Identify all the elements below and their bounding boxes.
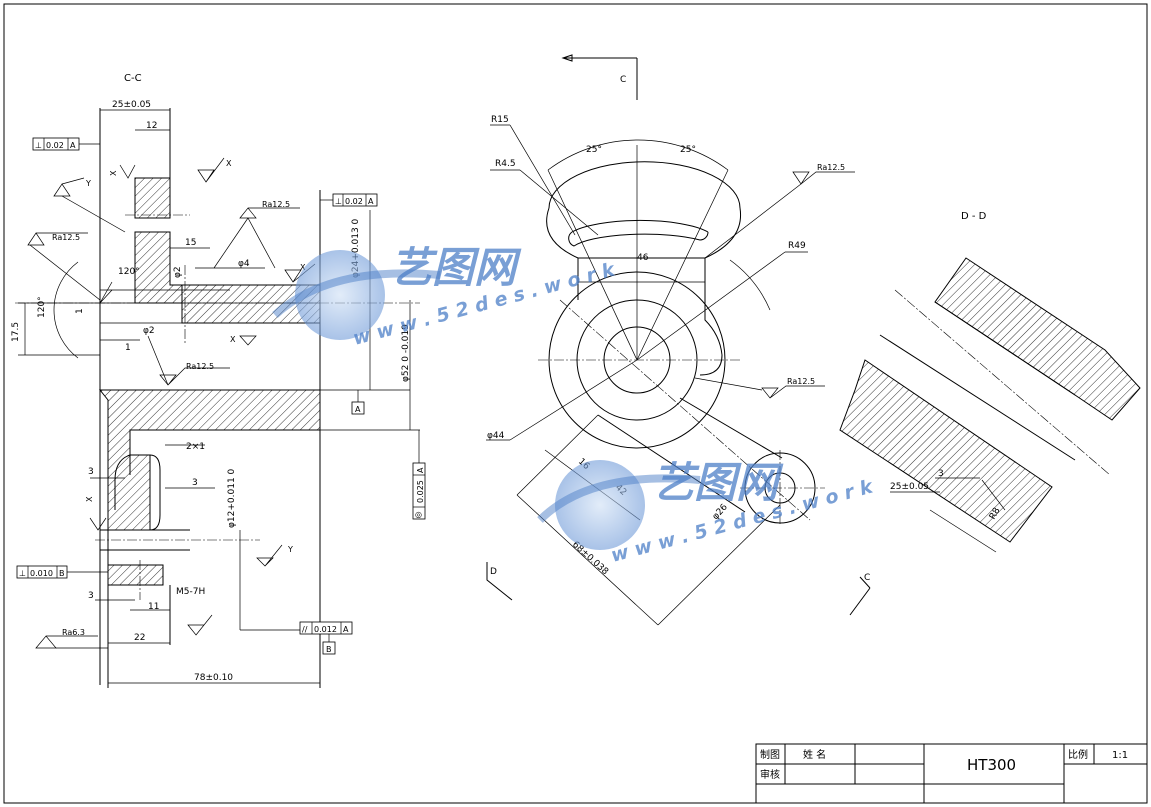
section-cc-title: C-C: [124, 73, 142, 84]
angle-25-left: 25°: [586, 145, 602, 155]
dim-r15: R15: [491, 115, 509, 125]
tolerance-frame-1: ⊥ 0.02 A: [32, 137, 100, 151]
section-dd-title: D - D: [961, 211, 987, 222]
marker-c-bottom: C: [864, 573, 870, 583]
svg-text:0.02: 0.02: [345, 197, 363, 206]
dim-phi4: φ4: [238, 259, 250, 269]
dim-r4-5: R4.5: [495, 159, 516, 169]
svg-text:0.010: 0.010: [30, 569, 53, 578]
cc-upper-boss: [134, 177, 171, 219]
tb-drawn-label: 制图: [760, 748, 780, 761]
tb-material: HT300: [967, 756, 1016, 774]
dim-11: 11: [148, 602, 159, 612]
dim-25-cc: 25±0.05: [112, 100, 151, 110]
dim-m5: M5-7H: [176, 587, 205, 597]
dim-1-a: 1: [75, 308, 85, 314]
dim-phi52: φ52 0 -0.019: [401, 324, 411, 382]
dd-lower-hatch: [839, 359, 1053, 543]
rough-x2: X: [109, 170, 118, 176]
dim-17-5: 17.5: [11, 322, 21, 342]
watermark-brand-2: 艺图网: [652, 458, 784, 507]
rough-ra125-b: Ra12.5: [262, 200, 290, 209]
rough-x5: X: [85, 496, 94, 502]
roughness-symbols-cc: X X Y Ra12.5 Ra12.5 X X Ra12.5 Y X: [27, 157, 316, 649]
svg-text:A: A: [416, 467, 425, 473]
tolerance-frame-parallel: // 0.012 A B: [299, 621, 353, 655]
dim-120-b: 120°: [37, 296, 47, 318]
dim-r49: R49: [788, 241, 806, 251]
tb-scale-value: 1:1: [1112, 750, 1128, 761]
rough-x3: X: [300, 263, 306, 272]
tolerance-frame-runout: ◎ 0.025 A: [412, 430, 426, 520]
marker-c-top: C: [620, 75, 626, 85]
svg-text://: //: [302, 625, 308, 634]
rough-ra125-d: Ra12.5: [817, 163, 845, 172]
dim-phi24: φ24+0.013 0: [351, 218, 361, 278]
dim-phi12: φ12+0.011 0: [227, 468, 237, 528]
dim-12: 12: [146, 121, 157, 131]
tb-review-label: 审核: [760, 768, 780, 781]
svg-text:0.025: 0.025: [416, 480, 425, 503]
svg-text:0.012: 0.012: [314, 625, 337, 634]
dim-22: 22: [134, 633, 145, 643]
dim-2x1: 2×1: [186, 442, 205, 452]
rough-y1: Y: [85, 179, 91, 188]
rough-x1: X: [226, 159, 232, 168]
rough-y2: Y: [287, 545, 293, 554]
dim-phi2-b: φ2: [143, 326, 155, 336]
svg-text:◎: ◎: [415, 510, 422, 519]
tolerance-frame-2: ⊥ 0.02 A: [320, 193, 378, 207]
dim-78: 78±0.10: [194, 673, 233, 683]
title-block: 制图 姓 名 审核 HT300 比例 1:1: [755, 743, 1148, 804]
svg-text:A: A: [355, 405, 361, 414]
svg-text:A: A: [368, 197, 374, 206]
angle-25-right: 25°: [680, 145, 696, 155]
tolerance-frame-3: ⊥ 0.010 B: [16, 565, 68, 579]
dim-46: 46: [637, 253, 649, 263]
svg-text:B: B: [59, 569, 65, 578]
cc-lower-boss: [107, 564, 164, 586]
dim-15: 15: [185, 238, 196, 248]
tb-name-label: 姓 名: [803, 748, 826, 761]
tb-scale-label: 比例: [1068, 748, 1088, 761]
datum-a: A: [351, 390, 365, 415]
dim-3-b: 3: [192, 478, 198, 488]
svg-text:⊥: ⊥: [35, 141, 42, 150]
dim-phi44: φ44: [487, 431, 505, 441]
dim-3-a: 3: [88, 467, 94, 477]
rough-ra125-c: Ra12.5: [186, 362, 214, 371]
dd-upper-hatch: [934, 257, 1141, 421]
drawing-border: [3, 3, 1148, 804]
svg-text:⊥: ⊥: [335, 197, 342, 206]
section-cc-view: C-C: [11, 73, 426, 688]
dim-120-a: 120°: [118, 267, 140, 277]
marker-d: D: [490, 567, 497, 577]
dim-3-c: 3: [88, 591, 94, 601]
rough-ra63: Ra6.3: [62, 628, 85, 637]
svg-text:⊥: ⊥: [19, 569, 26, 578]
dim-1-b: 1: [125, 343, 131, 353]
dd-dim-25: 25±0.05: [890, 482, 929, 492]
svg-text:0.02: 0.02: [46, 141, 64, 150]
svg-text:A: A: [343, 625, 349, 634]
rough-x4: X: [230, 335, 236, 344]
section-dd-view: D - D 3 25±0.05 R8: [839, 211, 1141, 553]
watermark-globe-icon-2: [555, 460, 645, 550]
watermark-1: 艺图网 w w w . 5 2 d e s . w o r k: [272, 243, 618, 350]
watermark-2: 艺图网 w w w . 5 2 d e s . w o r k: [537, 458, 876, 567]
svg-text:A: A: [70, 141, 76, 150]
rough-ra125-e: Ra12.5: [787, 377, 815, 386]
dd-dim-3: 3: [938, 469, 944, 479]
cc-flange: [98, 389, 321, 531]
watermark-brand-1: 艺图网: [390, 243, 522, 292]
datum-b: B: [326, 645, 332, 654]
rough-ra125-a: Ra12.5: [52, 233, 80, 242]
dim-phi2-a: φ2: [173, 266, 183, 278]
